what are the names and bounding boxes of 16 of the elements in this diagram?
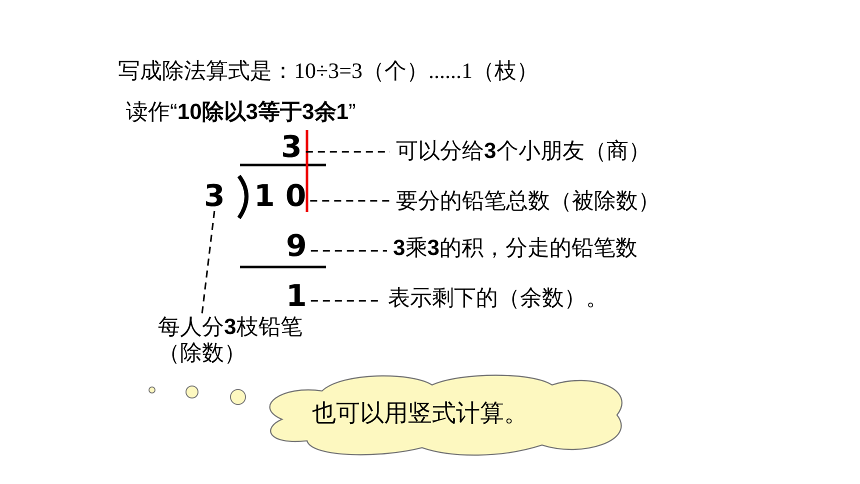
reading-text: 读作“10除以3等于3余1”	[126, 99, 356, 125]
annotation-text: 每人分3枝铅笔（除数）	[158, 314, 316, 366]
equation-text: 写成除法算式是：10÷3=3（个）......1（枝）	[118, 58, 538, 84]
annotation-text: 表示剩下的（余数）。	[388, 285, 608, 311]
annotation-text: 3乘3的积，分走的铅笔数	[393, 235, 638, 261]
callout-text: 也可以用竖式计算。	[312, 400, 528, 428]
product-digit: 9	[286, 231, 307, 263]
leader-line	[310, 250, 387, 252]
remainder-digit: 1	[286, 281, 307, 313]
divisor-digit: 3	[204, 181, 225, 213]
leader-line	[201, 210, 216, 314]
quotient-digit: 3	[281, 132, 302, 164]
leader-line	[310, 200, 390, 202]
annotation-text: 要分的铅笔总数（被除数）	[396, 188, 660, 214]
dividend-digits: 1 0	[254, 181, 306, 213]
annotation-text: 可以分给3个小朋友（商）	[396, 138, 650, 164]
